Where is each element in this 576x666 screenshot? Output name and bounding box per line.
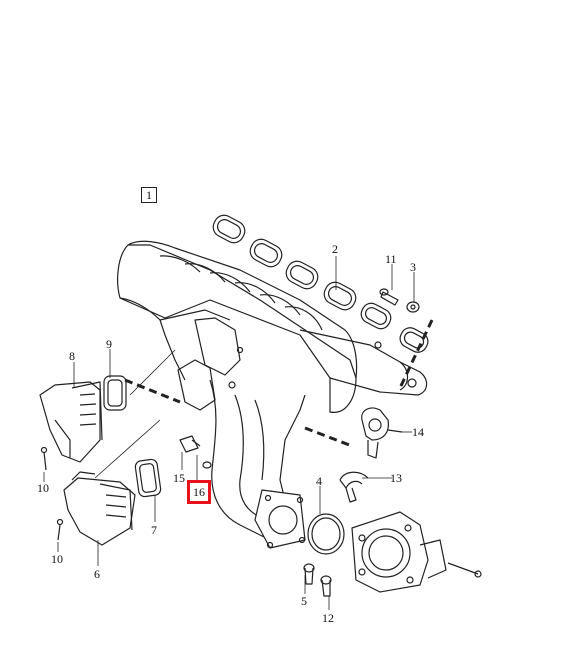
actuator-part-6[interactable] (63, 471, 136, 546)
assembly-dashed-lines (124, 319, 434, 448)
callout-14[interactable]: 14 (412, 425, 424, 439)
callout-10-lower[interactable]: 10 (51, 552, 63, 566)
sensor-part-15[interactable] (179, 435, 201, 453)
callout-7[interactable]: 7 (151, 523, 157, 537)
callout-6[interactable]: 6 (94, 567, 100, 581)
intake-manifold[interactable] (117, 240, 428, 549)
callout-11[interactable]: 11 (385, 252, 397, 266)
callout-10-upper[interactable]: 10 (37, 481, 49, 495)
washer-part-3[interactable] (406, 301, 420, 313)
gasket-part-7[interactable] (134, 458, 162, 498)
screw-part-12[interactable] (320, 575, 332, 597)
seal-part-16[interactable] (202, 461, 212, 469)
screw-part-5[interactable] (303, 563, 315, 585)
leader-lines (43, 256, 415, 610)
o-ring-part-4[interactable] (307, 513, 345, 555)
bolt-part-11[interactable] (379, 288, 399, 306)
manifold-gaskets[interactable] (210, 212, 431, 356)
hose-part-13[interactable] (339, 471, 369, 503)
gasket-part-9[interactable] (103, 375, 127, 411)
throttle-body[interactable] (351, 511, 482, 593)
callout-3[interactable]: 3 (410, 260, 416, 274)
callout-1[interactable]: 1 (141, 187, 157, 203)
callout-9[interactable]: 9 (106, 337, 112, 351)
screw-part-10b[interactable] (56, 518, 64, 541)
callout-16-highlighted[interactable]: 16 (187, 480, 211, 504)
callout-8[interactable]: 8 (69, 349, 75, 363)
callout-12[interactable]: 12 (322, 611, 334, 625)
screw-part-10a[interactable] (40, 446, 48, 471)
callout-13[interactable]: 13 (390, 471, 402, 485)
callout-2[interactable]: 2 (332, 242, 338, 256)
valve-part-14[interactable] (361, 407, 403, 459)
actuator-part-8[interactable] (39, 381, 103, 463)
callout-15[interactable]: 15 (173, 471, 185, 485)
callout-5[interactable]: 5 (301, 594, 307, 608)
callout-4[interactable]: 4 (316, 474, 322, 488)
